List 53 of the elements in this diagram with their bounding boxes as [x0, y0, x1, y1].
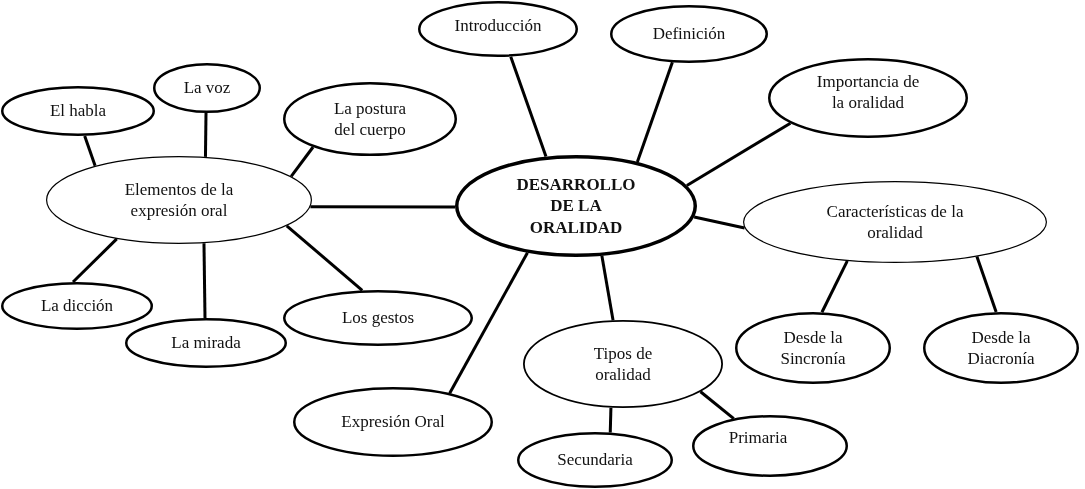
concept-label: La voz — [183, 77, 231, 99]
concept-label: Características de la oralidad — [825, 200, 965, 244]
concept-label: Introducción — [454, 15, 542, 37]
concept-label: El habla — [49, 100, 107, 122]
connector-line — [820, 260, 849, 313]
concept-ellipse — [418, 1, 578, 57]
concept-label: Definición — [652, 23, 726, 45]
concept-ellipse — [293, 387, 493, 457]
connector-line — [71, 237, 118, 284]
connector-line — [600, 255, 615, 321]
connector-line — [203, 112, 208, 157]
concept-label: Elementos de la expresión oral — [123, 178, 235, 222]
connector-line — [448, 252, 529, 394]
connector-line — [83, 135, 97, 167]
concept-label: DESARROLLO DE LA ORALIDAD — [515, 174, 637, 238]
concept-ellipse — [692, 415, 848, 477]
concept-ellipse — [1, 282, 153, 330]
connector-line — [285, 224, 364, 292]
connector-line — [509, 56, 548, 158]
concept-label: Tipos de oralidad — [592, 342, 654, 386]
concept-ellipse — [283, 82, 457, 156]
concept-label: La dicción — [40, 295, 114, 317]
concept-label: Importancia de la oralidad — [815, 70, 921, 114]
concept-label: Desde la Diacronía — [966, 326, 1036, 370]
concept-label: Desde la Sincronía — [779, 326, 847, 370]
concept-ellipse — [735, 312, 891, 384]
connector-line — [290, 146, 315, 178]
concept-label: Secundaria — [557, 449, 633, 471]
connector-line — [310, 205, 455, 209]
concept-ellipse — [610, 5, 768, 63]
concept-ellipse — [153, 63, 261, 113]
connector-line — [699, 390, 735, 420]
concept-label: Los gestos — [341, 307, 415, 329]
concept-label: Primaria — [728, 427, 788, 449]
concept-ellipse — [125, 318, 287, 368]
concept-label: La mirada — [171, 332, 241, 354]
concept-ellipse — [923, 312, 1079, 384]
concept-ellipse — [46, 156, 312, 244]
concept-label: Expresión Oral — [341, 411, 445, 433]
concept-ellipse — [517, 432, 673, 488]
concept-ellipse — [523, 320, 723, 408]
concept-ellipse — [743, 181, 1047, 263]
connector-line — [635, 61, 674, 163]
concept-ellipse — [455, 155, 697, 257]
connector-line — [202, 243, 207, 319]
concept-label: La postura del cuerpo — [332, 97, 408, 141]
concept-ellipse — [283, 290, 473, 346]
connector-line — [686, 121, 792, 187]
connector-line — [693, 215, 745, 230]
connector-line — [608, 407, 613, 433]
connector-line — [975, 256, 998, 313]
concept-ellipse — [768, 58, 968, 138]
concept-ellipse — [1, 86, 155, 136]
